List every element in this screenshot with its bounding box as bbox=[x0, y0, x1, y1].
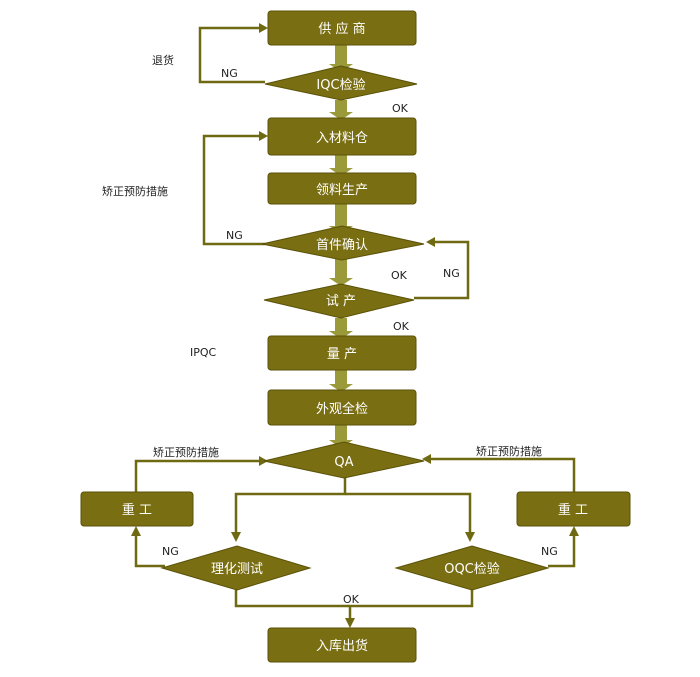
node-warehouse-in-box bbox=[267, 117, 417, 156]
node-mass-box bbox=[267, 335, 417, 371]
node-first-article: 首件确认 bbox=[261, 225, 425, 261]
node-iqc-diamond bbox=[264, 65, 418, 101]
label-ng-trial: NG bbox=[443, 267, 460, 280]
node-visual-full-box bbox=[267, 389, 417, 426]
node-physical-test-label: 理化测试 bbox=[211, 562, 263, 577]
ng-return-loop bbox=[198, 26, 265, 84]
label-ipqc: IPQC bbox=[190, 346, 217, 359]
edge-labels: 退货 NG OK 矫正预防措施 NG OK NG OK IPQC 矫正预防措施 … bbox=[102, 53, 558, 606]
rework-left-arrowhead bbox=[259, 456, 268, 466]
node-trial-label: 试 产 bbox=[326, 294, 356, 309]
node-ship-box bbox=[267, 627, 417, 663]
ng-first-arrowhead bbox=[259, 131, 268, 141]
node-iqc: IQC检验 bbox=[264, 65, 418, 101]
shaft-arrow-iqc-warehouse bbox=[329, 112, 353, 120]
node-material-production-box bbox=[267, 172, 417, 205]
shaft-arrow-mass-visual bbox=[329, 384, 353, 392]
node-trial: 试 产 bbox=[263, 283, 415, 319]
node-ship: 入库出货 bbox=[267, 627, 417, 663]
node-visual-full-label: 外观全检 bbox=[316, 401, 368, 417]
node-mass: 量 产 bbox=[267, 335, 417, 371]
label-ng-first: NG bbox=[226, 229, 243, 242]
ok-merge-line bbox=[234, 590, 474, 608]
shaft-arrow-first-trial bbox=[329, 278, 353, 286]
shaft-arrow-trial-mass bbox=[329, 331, 353, 339]
node-physical-test-diamond bbox=[160, 545, 312, 591]
label-ok-first: OK bbox=[391, 269, 408, 282]
node-mass-label: 量 产 bbox=[327, 347, 357, 362]
node-first-article-diamond bbox=[261, 225, 425, 261]
connector-lines bbox=[131, 23, 579, 628]
shaft-supplier-iqc bbox=[335, 45, 347, 67]
node-supplier-label: 供 应 商 bbox=[318, 21, 365, 37]
node-material-production: 领料生产 bbox=[267, 172, 417, 205]
shaft-warehouse-material bbox=[335, 155, 347, 170]
shaft-arrow-warehouse-material bbox=[329, 168, 353, 176]
node-supplier-box bbox=[267, 10, 417, 46]
node-trial-diamond bbox=[263, 283, 415, 319]
shaft-material-first bbox=[335, 204, 347, 228]
label-ng-left: NG bbox=[162, 545, 179, 558]
node-rework-left: 重 工 bbox=[80, 491, 194, 527]
label-ng-iqc: NG bbox=[221, 67, 238, 80]
shaft-mass-visual bbox=[335, 370, 347, 386]
shaft-trial-mass bbox=[335, 318, 347, 333]
oqc-ng-arrowhead bbox=[569, 526, 579, 536]
label-corrective-right: 矫正预防措施 bbox=[476, 444, 542, 458]
rework-right-to-qa bbox=[430, 457, 576, 492]
label-ng-right: NG bbox=[541, 545, 558, 558]
label-corrective-upper: 矫正预防措施 bbox=[102, 184, 168, 198]
qa-to-physical bbox=[234, 478, 347, 534]
shaft-first-trial bbox=[335, 258, 347, 280]
node-qa: QA bbox=[263, 441, 425, 479]
label-ok-trial: OK bbox=[393, 320, 410, 333]
ok-to-ship-arrowhead bbox=[345, 618, 355, 628]
process-nodes: 供 应 商 IQC检验 入材料仓 领料生产 首件确认 试 产 量 产 bbox=[80, 10, 631, 663]
ng-trial-arrowhead bbox=[426, 237, 435, 247]
oqc-ng-line bbox=[548, 534, 576, 568]
qa-to-oqc-arrowhead bbox=[465, 532, 475, 542]
node-rework-left-label: 重 工 bbox=[122, 502, 152, 518]
shaft-iqc-warehouse bbox=[335, 100, 347, 114]
rework-right-arrowhead bbox=[422, 454, 431, 464]
node-warehouse-in-label: 入材料仓 bbox=[316, 131, 368, 146]
node-rework-left-box bbox=[80, 491, 194, 527]
node-oqc-label: OQC检验 bbox=[444, 561, 500, 577]
node-qa-label: QA bbox=[334, 455, 353, 470]
node-rework-right-label: 重 工 bbox=[558, 502, 588, 518]
node-iqc-label: IQC检验 bbox=[316, 77, 365, 93]
qa-to-oqc bbox=[345, 492, 472, 534]
ng-trial-loop bbox=[414, 240, 470, 300]
node-physical-test: 理化测试 bbox=[160, 545, 312, 591]
node-visual-full: 外观全检 bbox=[267, 389, 417, 426]
node-material-production-label: 领料生产 bbox=[316, 183, 368, 198]
label-corrective-left: 矫正预防措施 bbox=[153, 445, 219, 459]
node-oqc-diamond bbox=[394, 545, 550, 591]
physical-ng-arrowhead bbox=[131, 526, 141, 536]
node-rework-right: 重 工 bbox=[516, 491, 631, 527]
node-ship-label: 入库出货 bbox=[316, 638, 368, 654]
label-return: 退货 bbox=[152, 53, 174, 67]
rework-left-to-qa bbox=[134, 459, 260, 492]
node-qa-diamond bbox=[263, 441, 425, 479]
node-rework-right-box bbox=[516, 491, 631, 527]
node-supplier: 供 应 商 bbox=[267, 10, 417, 46]
label-ok-iqc: OK bbox=[392, 102, 409, 115]
physical-ng-line bbox=[134, 534, 165, 568]
ng-return-arrowhead bbox=[259, 23, 268, 33]
label-ok-bottom: OK bbox=[343, 593, 360, 606]
node-oqc: OQC检验 bbox=[394, 545, 550, 591]
qa-to-physical-arrowhead bbox=[231, 532, 241, 542]
node-first-article-label: 首件确认 bbox=[316, 238, 368, 253]
ng-first-loop bbox=[202, 134, 265, 246]
shaft-visual-qa bbox=[335, 425, 347, 442]
node-warehouse-in: 入材料仓 bbox=[267, 117, 417, 156]
